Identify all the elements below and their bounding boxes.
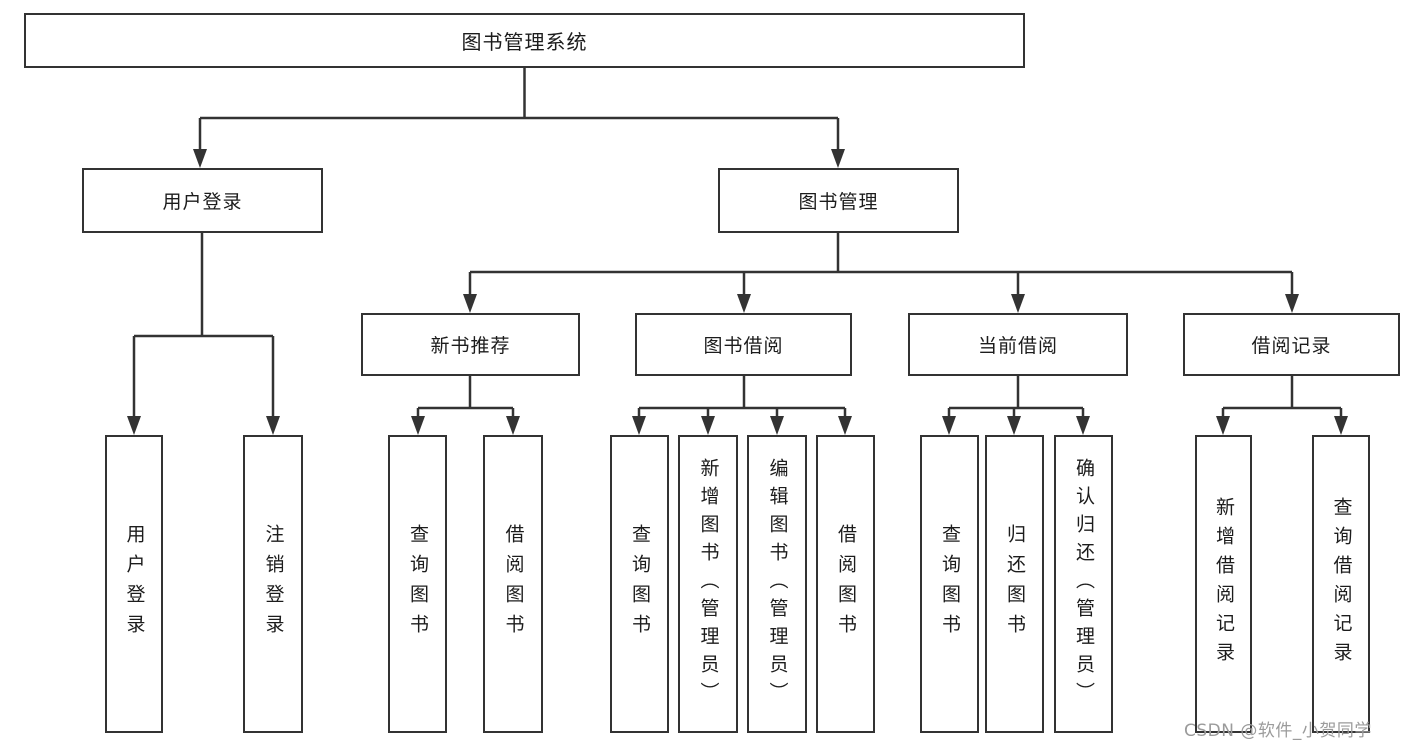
leaf-edit-book-admin: 编辑图书（管理员）: [747, 435, 807, 733]
leaf-add-borrow-record: 新增借阅记录: [1195, 435, 1252, 733]
leaf-query-borrow-record: 查询借阅记录: [1312, 435, 1370, 733]
csdn-watermark: CSDN @软件_小贺同学: [1184, 721, 1372, 741]
leaf-query-book-recommend: 查询图书: [388, 435, 447, 733]
leaf-borrow-book-recommend: 借阅图书: [483, 435, 543, 733]
node-new-book-recommendation: 新书推荐: [361, 313, 580, 376]
leaf-return-book: 归还图书: [985, 435, 1044, 733]
leaf-logout: 注销登录: [243, 435, 303, 733]
node-root-system: 图书管理系统: [24, 13, 1025, 68]
leaf-query-book-borrowing: 查询图书: [610, 435, 669, 733]
node-book-management: 图书管理: [718, 168, 959, 233]
node-book-borrowing: 图书借阅: [635, 313, 852, 376]
node-current-borrowing: 当前借阅: [908, 313, 1128, 376]
leaf-query-book-current: 查询图书: [920, 435, 979, 733]
leaf-borrow-book-borrowing: 借阅图书: [816, 435, 875, 733]
arrowheads: [127, 149, 1348, 435]
leaf-add-book-admin: 新增图书（管理员）: [678, 435, 738, 733]
node-user-login: 用户登录: [82, 168, 323, 233]
leaf-confirm-return-admin: 确认归还（管理员）: [1054, 435, 1113, 733]
node-borrowing-records: 借阅记录: [1183, 313, 1400, 376]
leaf-user-login: 用户登录: [105, 435, 163, 733]
